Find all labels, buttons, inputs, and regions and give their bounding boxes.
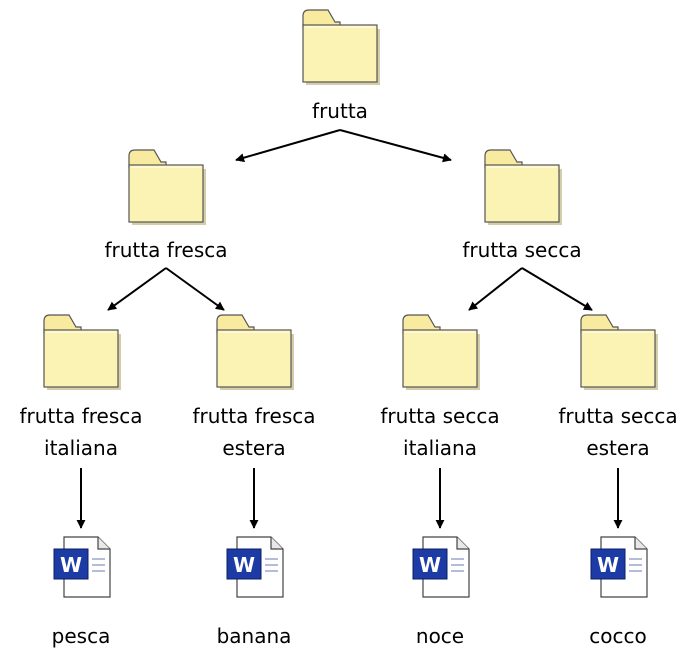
node-label: frutta [312, 99, 368, 123]
folder-icon [302, 9, 380, 85]
word-badge-letter: W [60, 553, 82, 577]
node-label-line: frutta secca [380, 404, 499, 428]
tree-node-root: frutta [302, 9, 380, 123]
node-label: frutta fresca italiana [19, 404, 142, 460]
node-label: cocco [589, 624, 646, 648]
tree-node-level2: frutta secca estera [558, 314, 678, 460]
folder-icon [484, 149, 562, 225]
tree-arrow [339, 129, 452, 163]
tree-arrow [521, 267, 593, 311]
node-label-line: frutta fresca [19, 404, 142, 428]
tree-node-level1: frutta fresca [104, 149, 228, 262]
folder-icon [43, 314, 121, 390]
nodes-layer: frutta frutta fresca frutta secca frutta fr… [19, 9, 678, 648]
tree-arrow [235, 129, 341, 163]
node-label: frutta fresca estera [192, 404, 315, 460]
node-label-line: noce [416, 624, 464, 648]
word-document-icon: W [590, 536, 648, 598]
folder-icon [216, 314, 294, 390]
tree-arrow [107, 267, 167, 311]
tree-node-level2: frutta secca italiana [380, 314, 500, 460]
word-badge-letter: W [233, 553, 255, 577]
node-label: noce [416, 624, 464, 648]
tree-node-level2: frutta fresca estera [192, 314, 316, 460]
word-document-icon: W [412, 536, 470, 598]
folder-icon [580, 314, 658, 390]
word-badge-letter: W [419, 553, 441, 577]
folder-icon [402, 314, 480, 390]
node-label: frutta secca [462, 238, 581, 262]
node-label: banana [217, 624, 292, 648]
edges-layer [76, 129, 623, 529]
word-document-icon: W [53, 536, 111, 598]
node-label-line: frutta secca [558, 404, 677, 428]
node-label-line: frutta [312, 99, 368, 123]
node-label-line: estera [586, 436, 649, 460]
node-label: frutta secca italiana [380, 404, 499, 460]
node-label-line: pesca [52, 624, 111, 648]
node-label: frutta secca estera [558, 404, 677, 460]
tree-node-level1: frutta secca [462, 149, 582, 262]
node-label-line: frutta fresca [104, 238, 227, 262]
node-label-line: frutta fresca [192, 404, 315, 428]
word-badge-letter: W [597, 553, 619, 577]
tree-node-level2: frutta fresca italiana [19, 314, 143, 460]
node-label-line: cocco [589, 624, 646, 648]
folder-icon [128, 149, 206, 225]
node-label-line: banana [217, 624, 292, 648]
tree-arrow [468, 267, 523, 311]
tree-arrow [165, 267, 225, 311]
word-document-icon: W [226, 536, 284, 598]
node-label-line: italiana [44, 436, 118, 460]
node-label: frutta fresca [104, 238, 227, 262]
node-label-line: italiana [403, 436, 477, 460]
node-label: pesca [52, 624, 111, 648]
node-label-line: frutta secca [462, 238, 581, 262]
node-label-line: estera [222, 436, 285, 460]
